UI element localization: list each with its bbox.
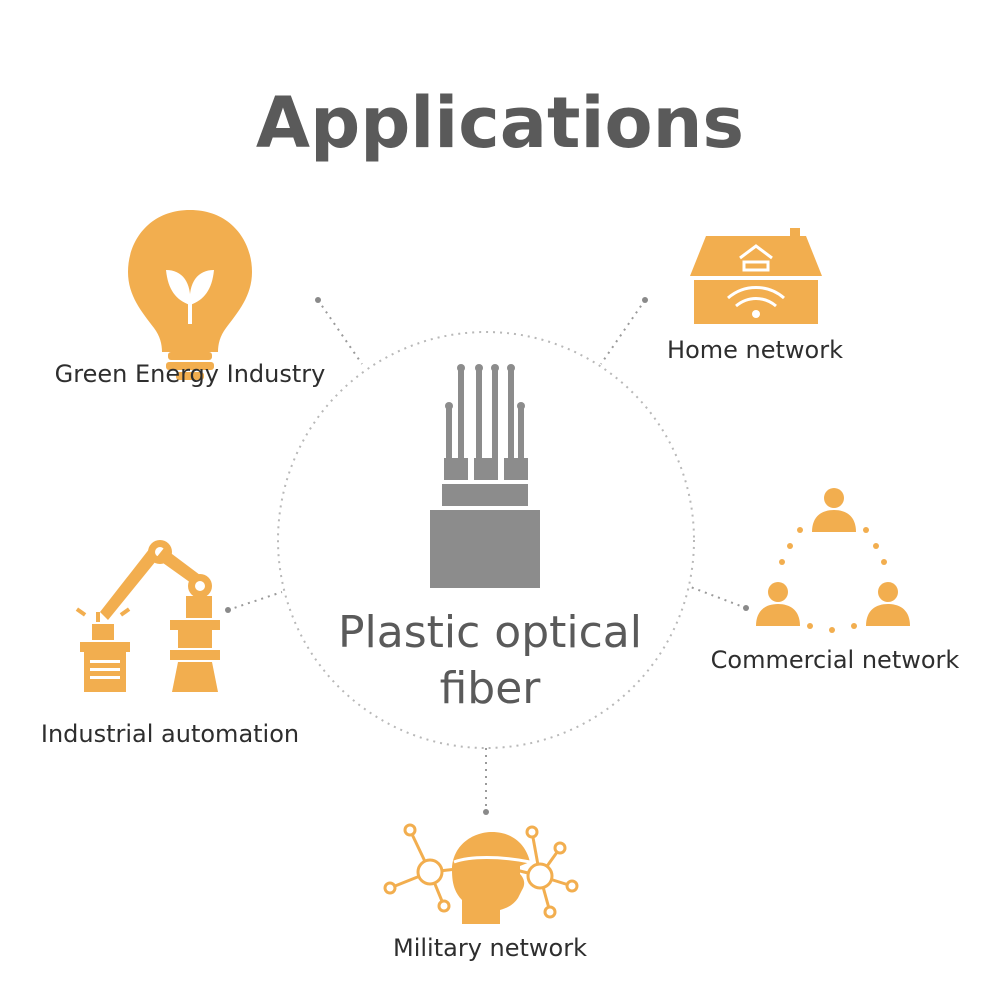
helmet-network-icon	[383, 823, 579, 924]
label-military-network: Military network	[393, 934, 587, 962]
label-industrial-automation: Industrial automation	[40, 720, 300, 748]
lightbulb-leaf-icon	[128, 210, 252, 380]
center-circle	[277, 331, 695, 749]
smart-home-wifi-icon	[690, 228, 822, 324]
center-label-line2: fiber	[439, 663, 541, 714]
robot-arm-icon	[75, 540, 220, 692]
center-label-line1: Plastic optical	[337, 607, 642, 658]
people-network-icon	[756, 488, 910, 633]
page-title: Applications	[255, 82, 745, 164]
center-label: Plastic optical fiber	[300, 605, 680, 717]
connector-green-energy	[317, 299, 363, 365]
label-commercial-network: Commercial network	[710, 646, 960, 674]
label-home-network: Home network	[667, 336, 843, 364]
connector-commercial-network	[687, 585, 747, 609]
connectors	[227, 299, 747, 812]
fiber-cable-icon	[430, 364, 540, 588]
connector-industrial-automation	[227, 591, 283, 611]
label-green-energy-industry: Green Energy Industry	[54, 360, 326, 388]
connector-dots	[225, 297, 749, 815]
connector-home-network	[600, 299, 646, 365]
